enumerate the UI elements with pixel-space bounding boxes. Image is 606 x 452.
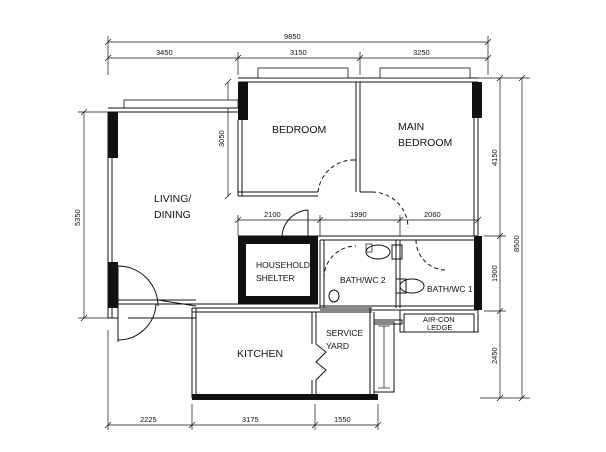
dim-bottom-c: 1550 (334, 415, 351, 424)
service-yard-label-line2: YARD (326, 341, 349, 351)
dim-bottom-b: 3175 (242, 415, 259, 424)
bedroom-label: BEDROOM (272, 124, 326, 136)
aircon-label-line1: AIR-CON (423, 315, 455, 324)
dim-left-bedroom: 3050 (217, 130, 226, 147)
shelter-label-line1: HOUSEHOLD (256, 260, 310, 270)
aircon-label-line2: LEDGE (427, 323, 452, 332)
doors-and-fixtures (117, 159, 447, 342)
dim-top-c: 3250 (413, 48, 430, 57)
kitchen-label: KITCHEN (237, 348, 283, 360)
dim-right-b: 1900 (490, 265, 499, 282)
dimension-labels: 9850 3450 3150 3250 2100 1990 2060 2225 … (73, 32, 521, 424)
dim-right-a: 4150 (490, 149, 499, 166)
walls (107, 67, 482, 400)
dim-inner-c: 2060 (424, 210, 441, 219)
living-label-line1: LIVING/ (154, 193, 191, 205)
dim-right-c: 2450 (490, 347, 499, 364)
main-bedroom-label-line1: MAIN (398, 121, 424, 133)
dim-inner-a: 2100 (264, 210, 281, 219)
dim-top-total: 9850 (284, 32, 301, 41)
dim-right-total: 8500 (512, 235, 521, 252)
dim-top-b: 3150 (290, 48, 307, 57)
main-bedroom-label-line2: BEDROOM (398, 137, 452, 149)
bath1-label: BATH/WC 1 (427, 284, 473, 294)
dimension-lines (78, 36, 530, 430)
dim-bottom-a: 2225 (140, 415, 157, 424)
dim-left-total: 5350 (73, 209, 82, 226)
room-labels: BEDROOM MAIN BEDROOM LIVING/ DINING HOUS… (154, 121, 473, 360)
living-label-line2: DINING (154, 209, 191, 221)
shelter-label-line2: SHELTER (256, 273, 295, 283)
service-yard-label-line1: SERVICE (326, 328, 363, 338)
bath2-label: BATH/WC 2 (340, 275, 386, 285)
dim-inner-b: 1990 (350, 210, 367, 219)
dim-top-a: 3450 (156, 48, 173, 57)
